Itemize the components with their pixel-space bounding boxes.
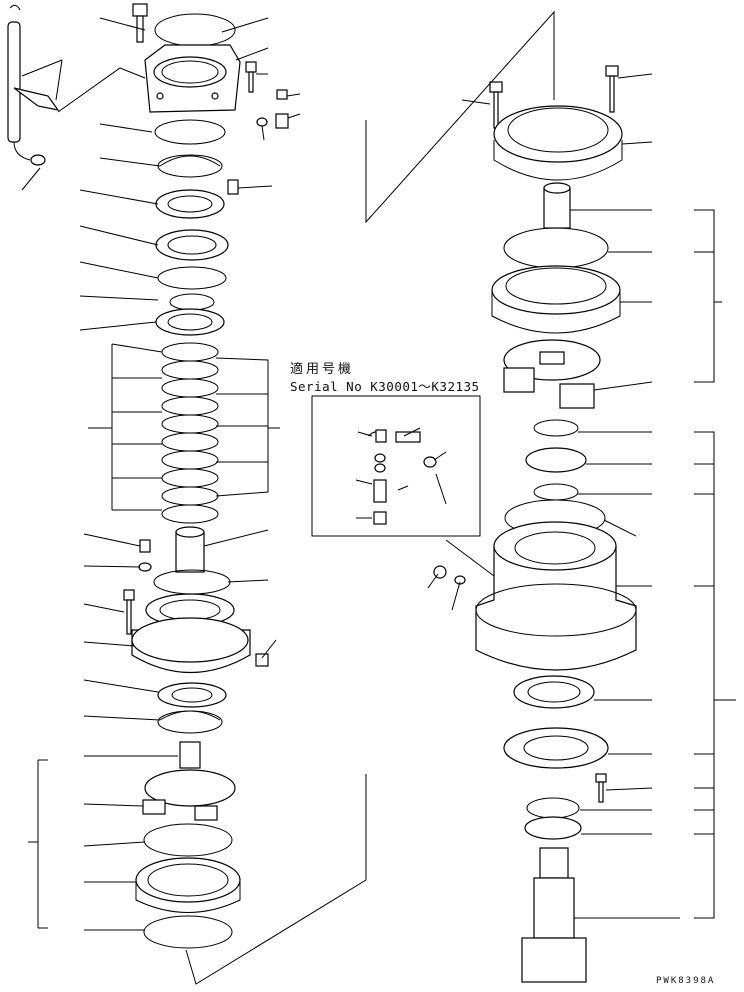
serial-range-label: Serial No K30001～K32135 (290, 379, 480, 394)
bolt-top (132, 3, 148, 43)
bolts-top-right (489, 65, 619, 129)
planet-carrier-left (142, 741, 236, 821)
fittings-right (245, 61, 289, 129)
leader-lines-right (365, 10, 736, 919)
applicable-models-heading: 適用号機 (290, 362, 355, 377)
thrust-washer-right (503, 227, 609, 269)
inset-serial-box (311, 395, 495, 577)
sun-gear-right (543, 182, 571, 229)
top-cover-right (493, 105, 623, 181)
left-column-parts (7, 3, 289, 949)
upper-housing (144, 44, 241, 113)
ring-gear-left (135, 823, 241, 949)
flange-housing-left (131, 569, 251, 674)
leader-lines-left (21, 17, 178, 931)
bearing-set-upper-right (525, 419, 587, 501)
sun-gear-shaft-left (175, 526, 205, 573)
disc-stack (161, 342, 219, 524)
leader-lines-left-right (203, 17, 301, 659)
ring-gear-right (491, 265, 621, 334)
main-housing-right (433, 521, 637, 671)
seal-rings-lower-right (524, 797, 582, 840)
retainer-plate-right (503, 727, 609, 803)
connector-bottom (185, 774, 367, 985)
lever-assembly (7, 4, 60, 166)
ring-stack-upper (154, 119, 239, 336)
right-column-parts (433, 65, 637, 983)
figure-code: PWK8398A (656, 976, 716, 986)
planet-carrier-right (503, 339, 601, 409)
o-ring-top (154, 13, 236, 47)
output-shaft-right (521, 847, 587, 983)
bearing-lower-right (513, 675, 595, 709)
ring-stack-lower (157, 682, 227, 734)
